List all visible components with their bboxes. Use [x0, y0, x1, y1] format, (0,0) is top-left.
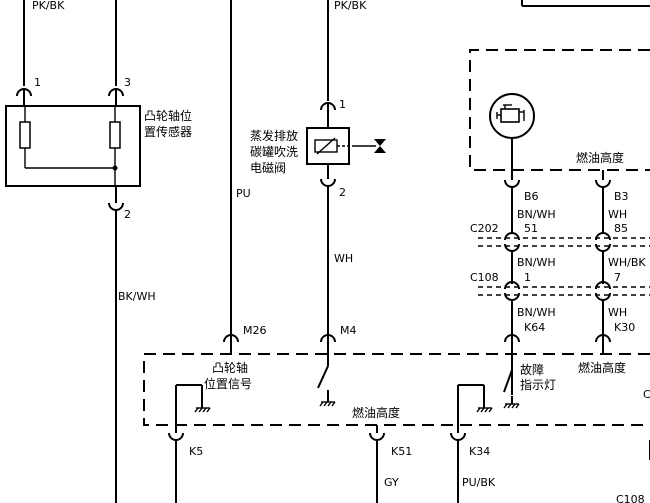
- cam-sensor-group: PK/BK 1 3 凸轮轴位 置传感器 2 BK/WH: [5, 0, 192, 503]
- wire-color-pu: PU: [236, 187, 251, 200]
- wire-color-bnwh-3: BN/WH: [517, 306, 556, 319]
- pin-k64-label: K64: [524, 321, 545, 334]
- wire-color-bnwh-1: BN/WH: [517, 208, 556, 221]
- connector-cap-pin2-left: [108, 202, 124, 211]
- pin-k51-label: K51: [391, 445, 412, 458]
- fault-label-1: 故障: [520, 362, 544, 377]
- pin-b3-label: B3: [614, 190, 629, 203]
- edge-c-label: C: [643, 388, 650, 401]
- cam-signal-label-1: 凸轮轴: [212, 360, 248, 375]
- wire-color-bkwh: BK/WH: [118, 290, 156, 303]
- pin-m26-label: M26: [243, 324, 267, 337]
- wire-color-pubk: PU/BK: [462, 476, 496, 489]
- connector-c108-label: C108: [470, 271, 499, 284]
- pu-wire-group: PU M26: [223, 0, 267, 354]
- wire-color-bnwh-2: BN/WH: [517, 256, 556, 269]
- wire-color-pkbk-left: PK/BK: [32, 0, 65, 12]
- connector-cap-k5: [168, 432, 184, 441]
- pin-2-left-label: 2: [124, 208, 131, 221]
- ecm-dashed-box: [143, 353, 650, 426]
- pin-85-label: 85: [614, 222, 628, 235]
- switch-contact-k64: [503, 369, 513, 393]
- wire-color-whbk: WH/BK: [608, 256, 646, 269]
- connector-cap-evap-2: [320, 178, 336, 187]
- switch-contact: [317, 365, 329, 389]
- cam-signal-label-2: 位置信号: [204, 376, 252, 391]
- valve-icon: [374, 139, 386, 153]
- cam-sensor-label-2: 置传感器: [144, 124, 192, 139]
- evap-label-2: 碳罐吹洗: [250, 145, 298, 159]
- pin-1-c108-label: 1: [524, 271, 531, 284]
- evap-solenoid-group: PK/BK 1 蒸发排放 碳罐吹洗 电磁阀 2 WH M4: [250, 0, 386, 366]
- fuel-level-top-label: 燃油高度: [576, 150, 624, 165]
- pin-1-label: 1: [34, 76, 41, 89]
- k64-switch: [503, 369, 520, 409]
- ground-icon: [476, 407, 493, 413]
- connector-cap-k34: [450, 432, 466, 441]
- bnwh-column: B6 BN/WH 51 C202 BN/WH 1 C108 BN/WH K64 …: [470, 179, 556, 395]
- pin-2-mid-label: 2: [339, 186, 346, 199]
- pin-1-mid-label: 1: [339, 98, 346, 111]
- connector-c202-label: C202: [470, 222, 499, 235]
- ground-icon: [319, 401, 336, 407]
- wire-color-pkbk-mid: PK/BK: [334, 0, 367, 12]
- evap-label-3: 电磁阀: [250, 160, 286, 175]
- cam-sensor-box: [5, 105, 141, 187]
- pin-7-label: 7: [614, 271, 621, 284]
- junction-dot: [112, 165, 118, 171]
- k34-internal: [457, 384, 493, 425]
- connector-cap-k51: [369, 432, 385, 441]
- engine-module-group: 燃油高度: [469, 0, 650, 180]
- c108-bottom-label: C108: [616, 493, 645, 503]
- wire-color-wh-1: WH: [608, 208, 627, 221]
- pin-m4-label: M4: [340, 324, 357, 337]
- pin-3-label: 3: [124, 76, 131, 89]
- fuel-level-mid-label: 燃油高度: [352, 405, 400, 420]
- k5-internal: [175, 384, 211, 425]
- wire-color-wh-mid: WH: [334, 252, 353, 265]
- pin-51-label: 51: [524, 222, 538, 235]
- pin-k34-label: K34: [469, 445, 490, 458]
- engine-icon: [496, 104, 525, 123]
- engine-module-dashed-box: [469, 49, 650, 171]
- cam-sensor-label-1: 凸轮轴位: [144, 108, 192, 123]
- bottom-connectors: K5 K51 GY K34 PU/BK C108: [168, 425, 650, 503]
- m4-switch: [317, 365, 336, 407]
- fault-label-2: 指示灯: [520, 377, 556, 392]
- pin-b6-label: B6: [524, 190, 539, 203]
- fuel-level-right-label: 燃油高度: [578, 360, 626, 375]
- ground-icon: [503, 403, 520, 409]
- evap-label-1: 蒸发排放: [250, 128, 298, 143]
- ground-icon: [194, 407, 211, 413]
- pin-k30-label: K30: [614, 321, 635, 334]
- sensor-resistor-left: [19, 121, 31, 149]
- pin-k5-label: K5: [189, 445, 203, 458]
- sensor-resistor-right: [109, 121, 121, 149]
- wh-column: B3 WH 85 WH/BK 7 WH K30 燃油高度: [578, 170, 646, 375]
- wire-color-wh-2: WH: [608, 306, 627, 319]
- wire-color-gy: GY: [384, 476, 399, 489]
